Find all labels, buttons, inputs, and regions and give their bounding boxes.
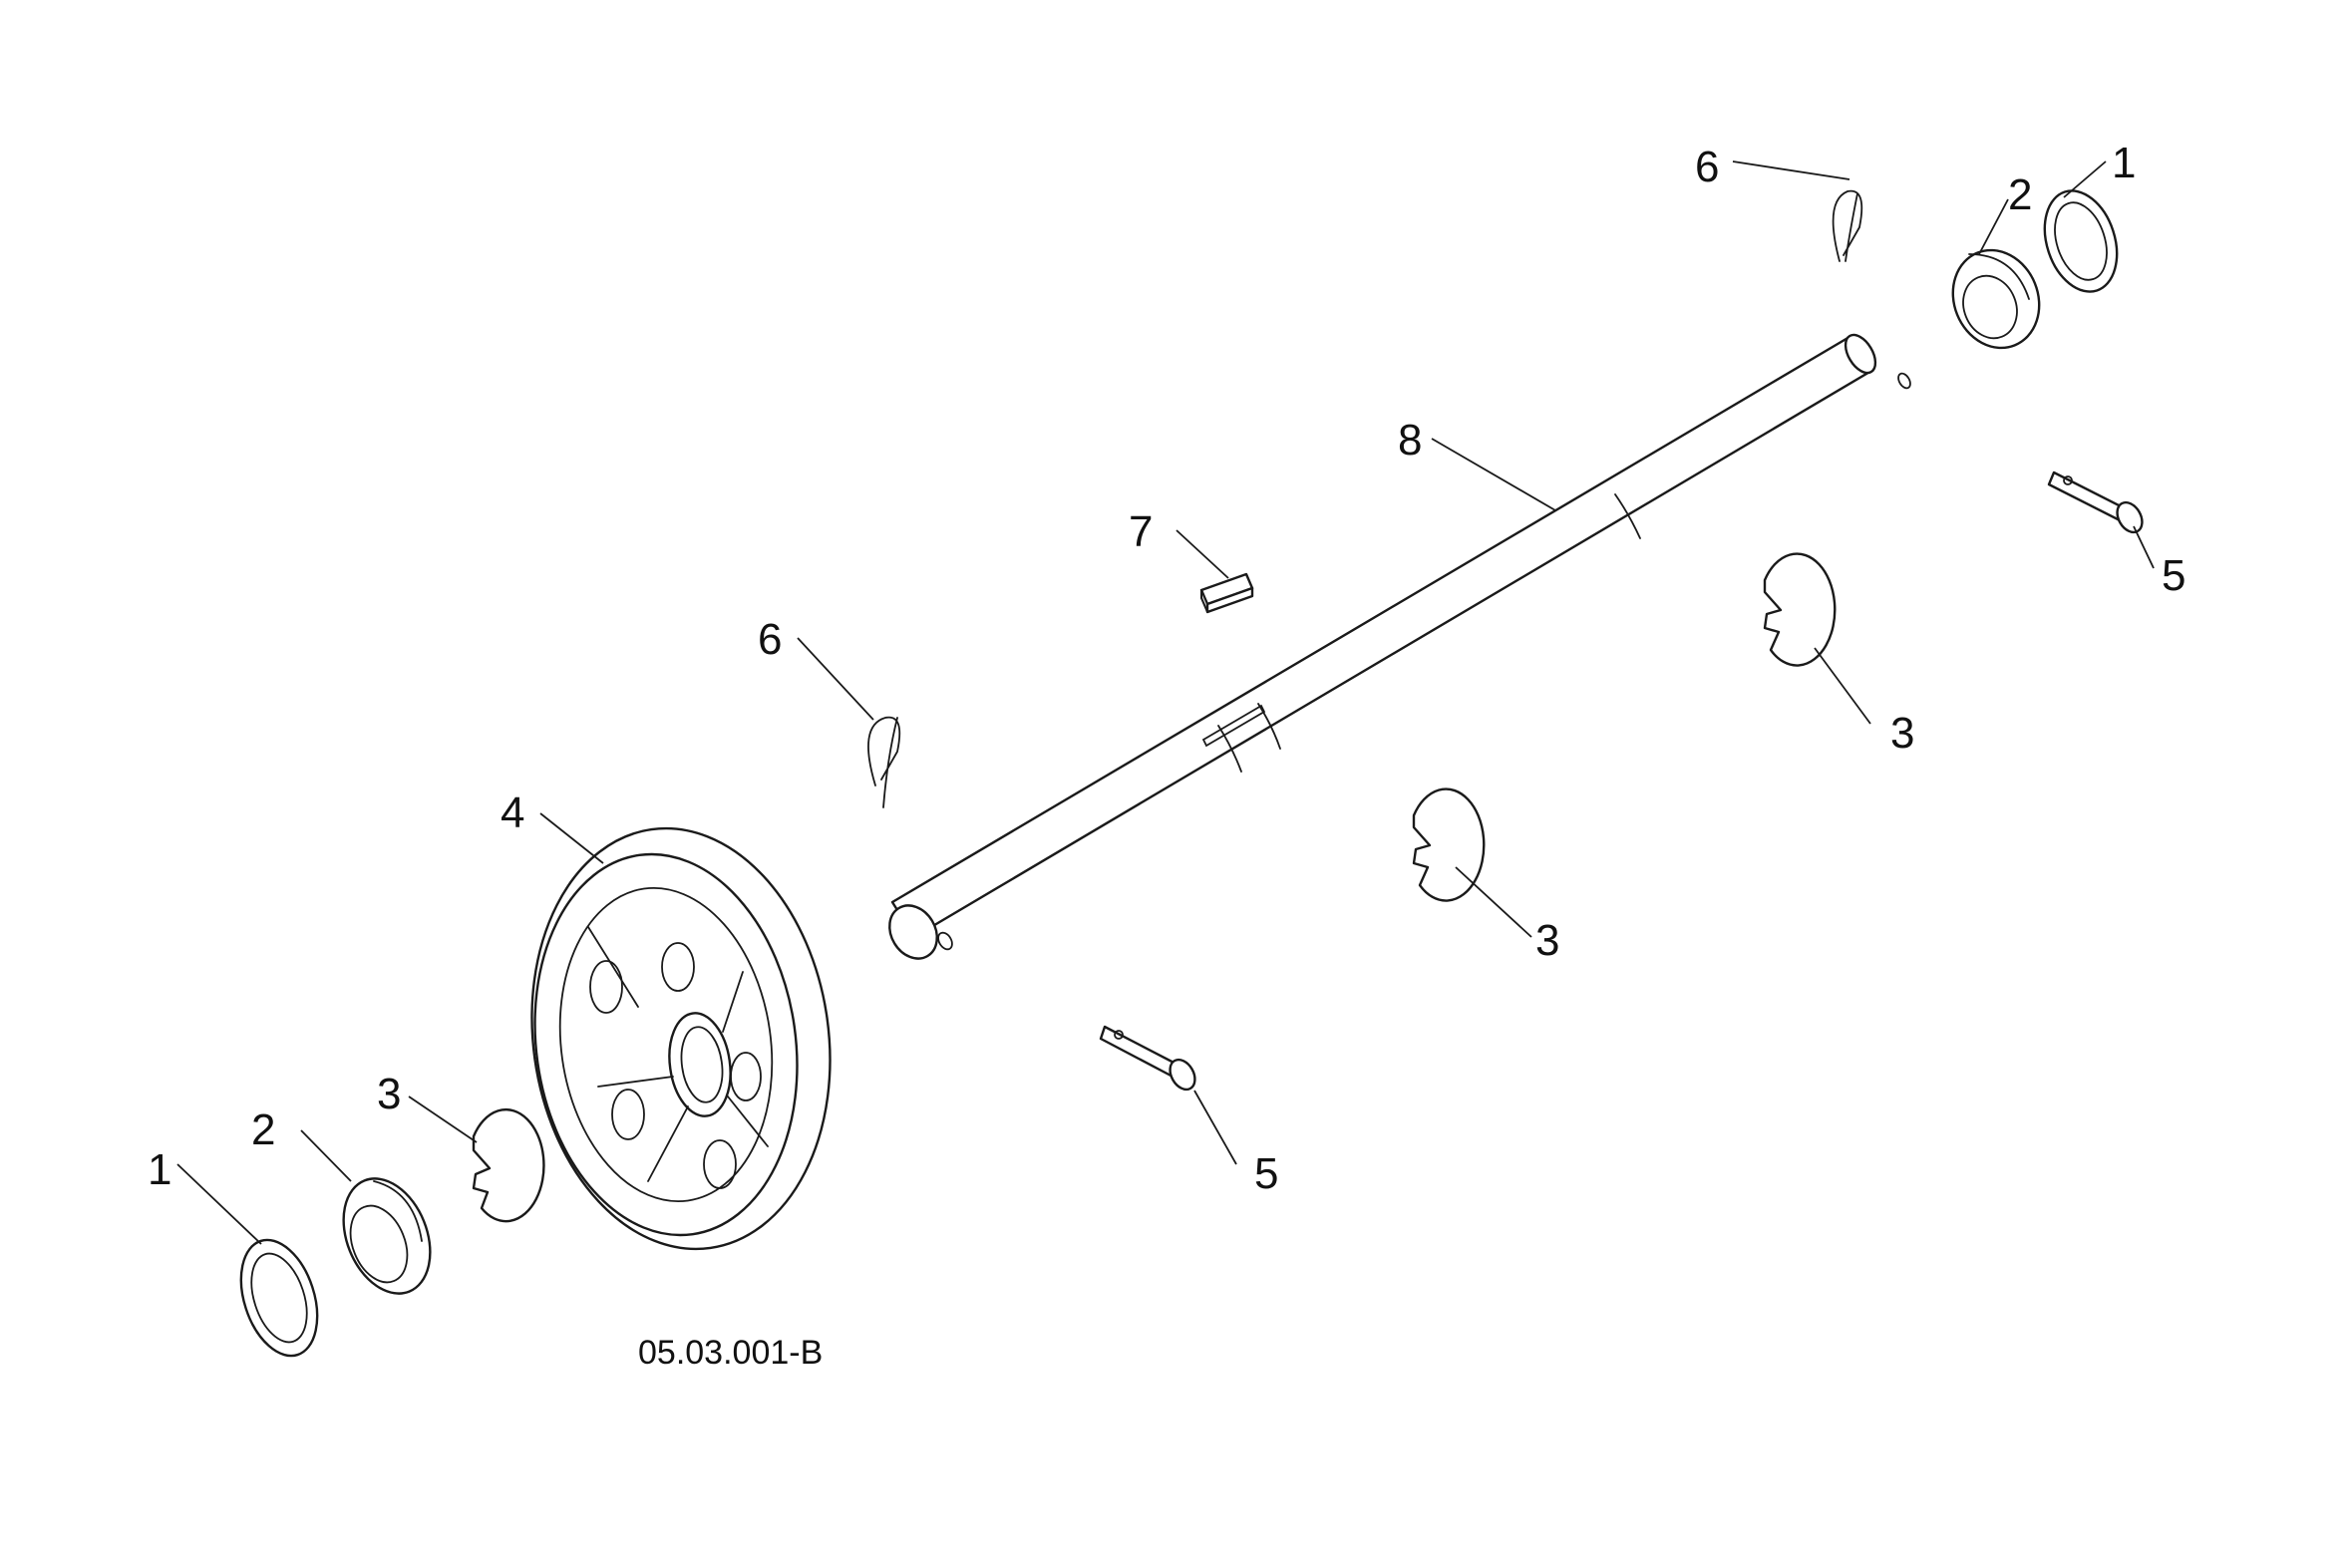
clevis-pin-upper xyxy=(2047,470,2144,534)
callout-labels: 1 1 2 2 3 3 3 4 5 5 6 6 7 8 xyxy=(148,139,2185,1198)
clevis-pin-lower xyxy=(1099,1025,1196,1092)
callout-3-right: 3 xyxy=(1890,709,1914,758)
callout-5-lower: 5 xyxy=(1254,1149,1278,1198)
callout-3-center: 3 xyxy=(1535,916,1559,965)
callout-3-left: 3 xyxy=(377,1070,401,1118)
callout-5-upper: 5 xyxy=(2162,551,2185,600)
washer-left xyxy=(239,1238,319,1358)
shaft xyxy=(888,333,1911,960)
hairpin-clip-right xyxy=(1832,189,1863,262)
callout-2-left: 2 xyxy=(251,1105,275,1154)
e-clip-right xyxy=(1763,552,1837,667)
callout-1-right: 1 xyxy=(2112,139,2136,187)
e-clip-center xyxy=(1412,787,1486,902)
hairpin-clip-left xyxy=(867,716,901,808)
callout-8: 8 xyxy=(1398,416,1422,465)
callout-4: 4 xyxy=(501,788,524,837)
e-clip-left xyxy=(472,1107,545,1223)
callout-6-right: 6 xyxy=(1695,143,1719,191)
bushing-left xyxy=(342,1177,432,1295)
figure-reference-code: 05.03.001-B xyxy=(638,1334,823,1372)
callout-6-left: 6 xyxy=(758,615,782,664)
callout-1-left: 1 xyxy=(148,1145,171,1194)
callout-7: 7 xyxy=(1129,507,1153,556)
bushing-right xyxy=(1951,248,2041,350)
key xyxy=(1199,572,1254,614)
callout-2-right: 2 xyxy=(2008,170,2032,219)
leader-lines xyxy=(176,160,2155,1245)
gear xyxy=(530,826,832,1251)
washer-right xyxy=(2043,189,2119,293)
